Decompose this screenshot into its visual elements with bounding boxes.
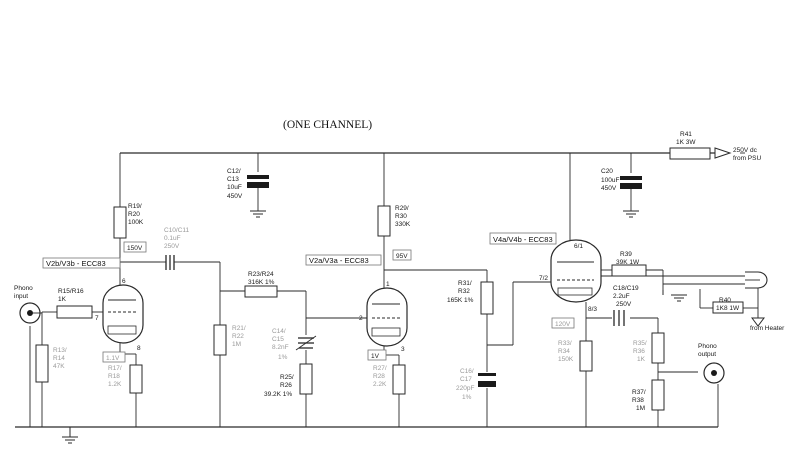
phono-input-jack [19, 302, 42, 324]
voltage-box-v4-cathode [551, 317, 575, 329]
capacitor-c16 [478, 373, 496, 387]
ground-symbol-c12 [250, 210, 266, 218]
phono-output-jack [703, 362, 725, 384]
capacitor-c18 [613, 310, 625, 326]
pin-v2a-cathode: 3 [401, 346, 405, 353]
tube-v2a [366, 287, 408, 347]
ground-symbol-heater [662, 290, 687, 302]
resistor-r17 [129, 364, 143, 394]
voltage-v2a-anode: 95V [396, 253, 408, 260]
resistor-r15 [56, 305, 93, 319]
capacitor-c10 [160, 255, 180, 270]
resistor-r23 [244, 285, 278, 298]
resistor-r40 [712, 301, 744, 314]
heater-label: from Heater [750, 325, 785, 332]
supply-arrow-icon [714, 147, 732, 159]
tube-v4 [550, 239, 602, 303]
resistor-r29 [377, 205, 391, 237]
resistor-r31 [480, 281, 494, 315]
voltage-box-v2a-anode [392, 249, 412, 261]
tube-label-box-v2b [42, 257, 121, 269]
wiring [15, 152, 759, 428]
voltage-v2b-cathode: 1.1V [106, 355, 120, 362]
resistor-r21 [213, 324, 227, 356]
pin-v4-anode: 6/1 [574, 243, 583, 250]
voltage-box-v2a-cathode [367, 349, 387, 361]
voltage-v4-cathode: 120V [555, 321, 571, 328]
pin-v4-grid: 7/2 [539, 275, 548, 282]
resistor-r19 [113, 206, 127, 239]
ground-symbol-main [62, 427, 78, 444]
pin-v2b-anode: 6 [122, 278, 126, 285]
heater-connector-icon [745, 271, 768, 289]
pin-v2b-grid: 7 [95, 315, 99, 322]
resistor-r25 [299, 363, 313, 395]
resistor-r39 [611, 264, 647, 277]
resistor-r35 [651, 332, 665, 364]
tube-label-v2a: V2a/V3a - ECC83 [309, 256, 369, 265]
tube-label-box-v4 [489, 232, 557, 245]
heater-arrow-icon [751, 317, 765, 327]
resistor-r37 [651, 379, 665, 411]
capacitor-c20 [620, 176, 642, 189]
resistor-r13 [35, 344, 49, 383]
tube-label-box-v2a [305, 254, 382, 266]
voltage-box-v2b-cathode [102, 351, 126, 363]
voltage-v2b-anode: 150V [127, 245, 143, 252]
pin-v4-cathode: 8/3 [588, 306, 597, 313]
capacitor-c14 [295, 335, 317, 351]
resistor-r41 [669, 147, 711, 160]
diagram-title: (ONE CHANNEL) [283, 119, 372, 131]
voltage-box-v2b-anode [123, 241, 147, 253]
resistor-r27 [392, 364, 406, 395]
pin-v2a-anode: 1 [386, 281, 390, 288]
tube-label-v4: V4a/V4b - ECC83 [493, 235, 553, 244]
pin-v2a-grid: 2 [359, 315, 363, 322]
tube-v2b [102, 284, 144, 344]
capacitor-c12 [247, 175, 269, 188]
ground-symbol-c20 [623, 210, 639, 218]
resistor-r33 [579, 340, 593, 372]
voltage-v2a-cathode: 1V [371, 353, 380, 360]
tube-label-v2b: V2b/V3b - ECC83 [46, 259, 106, 268]
pin-v2b-cathode: 8 [137, 345, 141, 352]
